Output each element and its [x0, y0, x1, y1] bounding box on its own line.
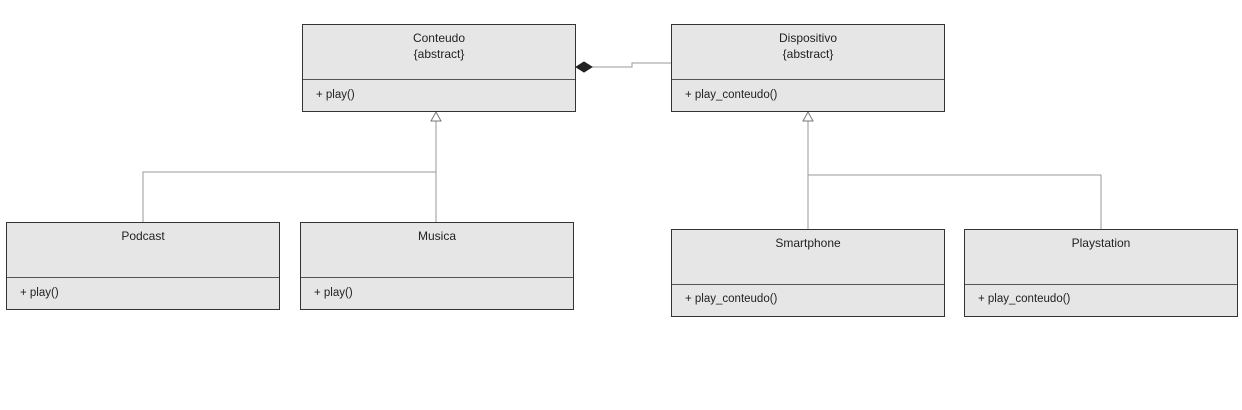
class-smartphone[interactable]: Smartphone + play_conteudo() — [671, 229, 945, 317]
class-method: + play_conteudo() — [978, 293, 1071, 305]
compartment-divider — [965, 284, 1237, 285]
class-name-block: Musica — [301, 228, 573, 244]
class-name-block: Playstation — [965, 235, 1237, 251]
class-name-block: Smartphone — [672, 235, 944, 251]
inheritance-arrow-icon — [430, 110, 442, 122]
class-method: + play_conteudo() — [685, 293, 778, 305]
class-playstation[interactable]: Playstation + play_conteudo() — [964, 229, 1238, 317]
class-stereotype: {abstract} — [782, 47, 834, 61]
compartment-divider — [301, 277, 573, 278]
class-method: + play() — [20, 287, 59, 299]
compartment-divider — [672, 284, 944, 285]
class-name-block: Dispositivo {abstract} — [672, 30, 944, 62]
class-name: Musica — [417, 229, 456, 243]
composition-line — [592, 62, 672, 68]
compartment-divider — [303, 79, 575, 80]
class-name-block: Podcast — [7, 228, 279, 244]
class-musica[interactable]: Musica + play() — [300, 222, 574, 310]
class-stereotype: {abstract} — [413, 47, 465, 61]
class-name: Conteudo — [412, 31, 466, 45]
class-conteudo[interactable]: Conteudo {abstract} + play() — [302, 24, 576, 112]
class-dispositivo[interactable]: Dispositivo {abstract} + play_conteudo() — [671, 24, 945, 112]
compartment-divider — [672, 79, 944, 80]
class-name: Podcast — [121, 229, 165, 243]
class-name: Smartphone — [775, 236, 841, 250]
generalization-line-podcast — [142, 171, 436, 224]
class-method: + play() — [314, 287, 353, 299]
class-method: + play_conteudo() — [685, 89, 778, 101]
class-name: Dispositivo — [778, 31, 838, 45]
compartment-divider — [7, 277, 279, 278]
class-name-block: Conteudo {abstract} — [303, 30, 575, 62]
class-method: + play() — [316, 89, 355, 101]
class-podcast[interactable]: Podcast + play() — [6, 222, 280, 310]
generalization-line-playstation — [808, 174, 1102, 230]
inheritance-arrow-icon — [802, 110, 814, 122]
composition-diamond-icon — [575, 61, 593, 73]
class-name: Playstation — [1071, 236, 1131, 250]
